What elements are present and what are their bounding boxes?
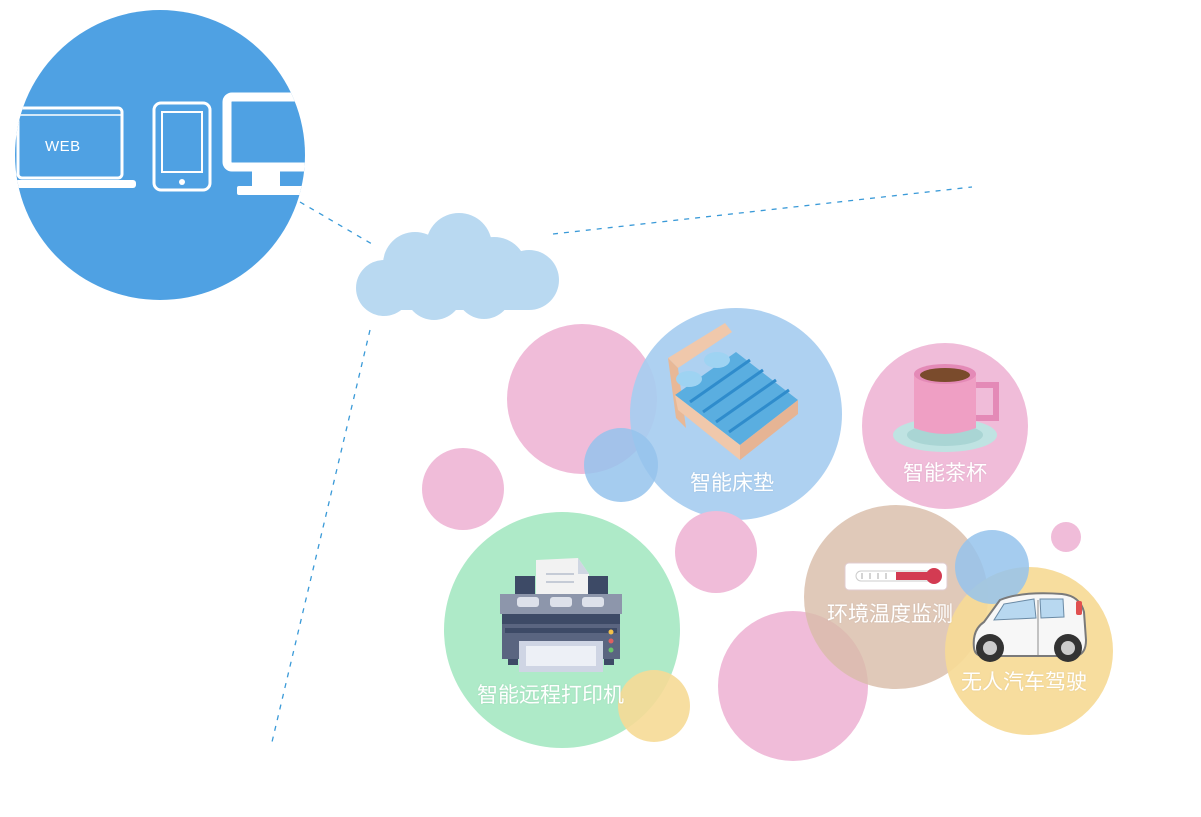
bubble-pink-mid bbox=[675, 511, 757, 593]
web-label: WEB bbox=[45, 138, 81, 155]
thermometer-icon bbox=[844, 562, 948, 591]
laptop-icon bbox=[15, 106, 136, 188]
label-car: 无人汽车驾驶 bbox=[961, 670, 1087, 694]
connector-cloud-right bbox=[552, 186, 973, 235]
printer-icon bbox=[500, 558, 622, 672]
label-temperature: 环境温度监测 bbox=[827, 602, 953, 626]
connector-cloud-down bbox=[271, 329, 371, 743]
devices-circle bbox=[15, 10, 305, 300]
connector-lines bbox=[271, 186, 973, 743]
label-teacup: 智能茶杯 bbox=[903, 461, 987, 485]
tablet-icon bbox=[152, 101, 212, 192]
cloud-icon bbox=[356, 213, 559, 320]
desktop-monitor-icon bbox=[222, 92, 305, 195]
connector-devices-cloud bbox=[299, 201, 373, 245]
label-mattress: 智能床垫 bbox=[690, 471, 774, 495]
bed-icon bbox=[668, 323, 798, 460]
car-icon bbox=[972, 592, 1088, 662]
bubble-pink-small bbox=[422, 448, 504, 530]
bubble-yellow-small bbox=[618, 670, 690, 742]
bubble-blue-small bbox=[584, 428, 658, 502]
bubble-pink-tiny bbox=[1051, 522, 1081, 552]
bubble-blue-car bbox=[955, 530, 1029, 604]
bubble-temperature[interactable] bbox=[804, 505, 988, 689]
teacup-icon bbox=[893, 364, 999, 452]
label-printer: 智能远程打印机 bbox=[477, 683, 624, 707]
